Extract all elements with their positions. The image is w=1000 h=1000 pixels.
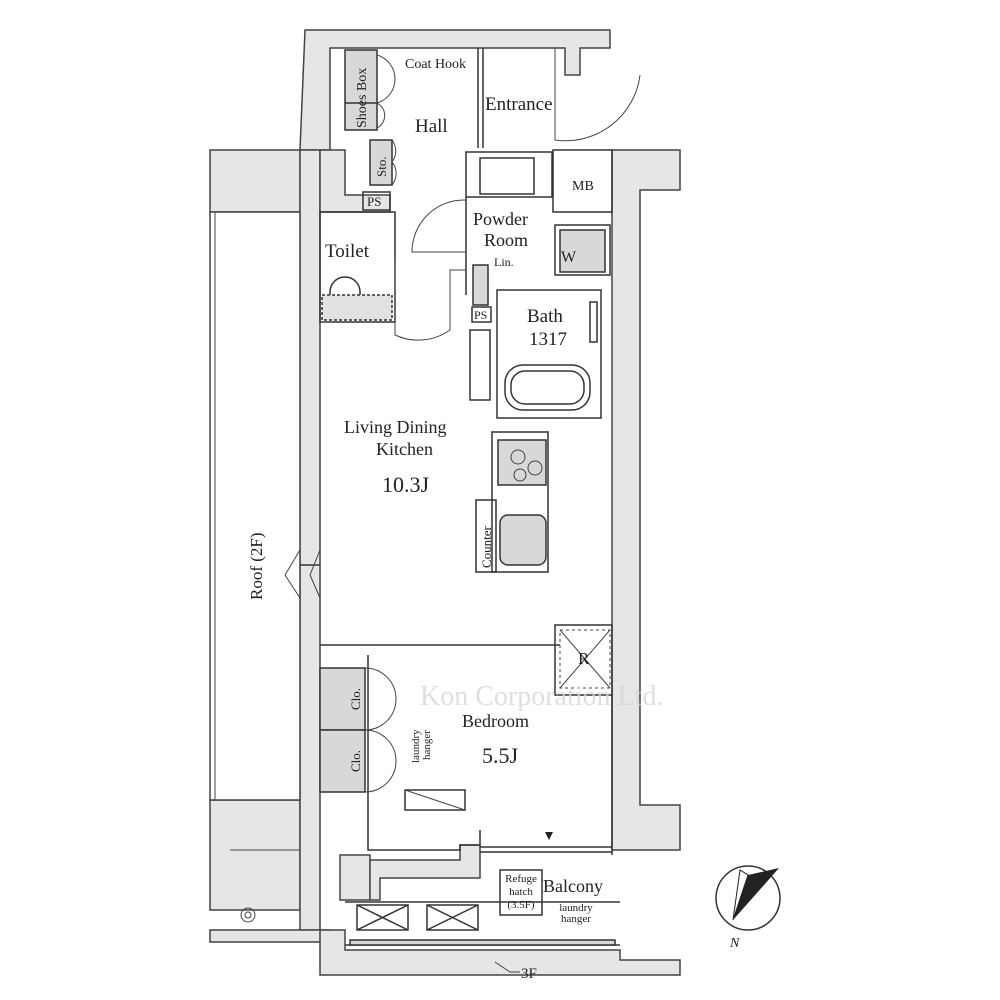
label-laundry-bal-1: laundry [559,902,593,914]
label-laundry-bal-2: hanger [561,913,591,925]
label-refuge-2: hatch [509,886,533,898]
label-bath-size: 1317 [529,329,567,350]
label-roof: Roof (2F) [247,532,266,600]
label-counter: Counter [479,525,494,568]
watermark: Kon Corporation Ltd. [420,681,663,712]
label-linen: Lin. [494,255,514,269]
label-ldk-1: Living Dining [344,417,447,437]
partitions [319,48,620,946]
fixtures [284,48,641,931]
label-refrigerator: R [578,649,590,668]
label-entrance: Entrance [485,94,553,115]
label-refuge-1: Refuge [505,873,537,885]
label-ldk-size: 10.3J [382,472,430,497]
label-powder-2: Room [484,230,528,250]
label-shoes-box: Shoes Box [355,68,370,128]
label-bedroom-size: 5.5J [482,743,519,768]
label-washer: W [561,249,577,266]
shoes-box [344,49,378,131]
label-laundry-bed-2: hanger [421,730,433,760]
closet-2 [319,729,366,793]
north-label: N [729,936,740,951]
label-hall: Hall [415,116,448,137]
label-balcony: Balcony [543,876,603,896]
label-coat-hook: Coat Hook [405,57,466,72]
walls [209,29,681,976]
label-toilet: Toilet [325,241,370,262]
label-ldk-2: Kitchen [376,439,433,459]
label-powder-1: Powder [473,209,528,229]
label-laundry-bed-1: laundry [410,729,422,763]
label-ps-top: PS [367,194,381,209]
label-bedroom: Bedroom [462,711,529,731]
north-compass-icon: N [715,865,781,951]
label-storage: Sto. [374,156,389,177]
label-closet-1: Clo. [348,688,363,710]
label-3f: 3F [521,966,537,982]
room-labels: Coat Hook Shoes Box Hall Entrance Sto. P… [247,57,603,982]
label-closet-2: Clo. [348,750,363,772]
closet-1 [319,667,366,731]
label-mb: MB [572,179,594,194]
label-bath: Bath [527,306,563,327]
label-ps-mid: PS [474,308,487,322]
label-refuge-3: (3.5F) [507,899,535,911]
